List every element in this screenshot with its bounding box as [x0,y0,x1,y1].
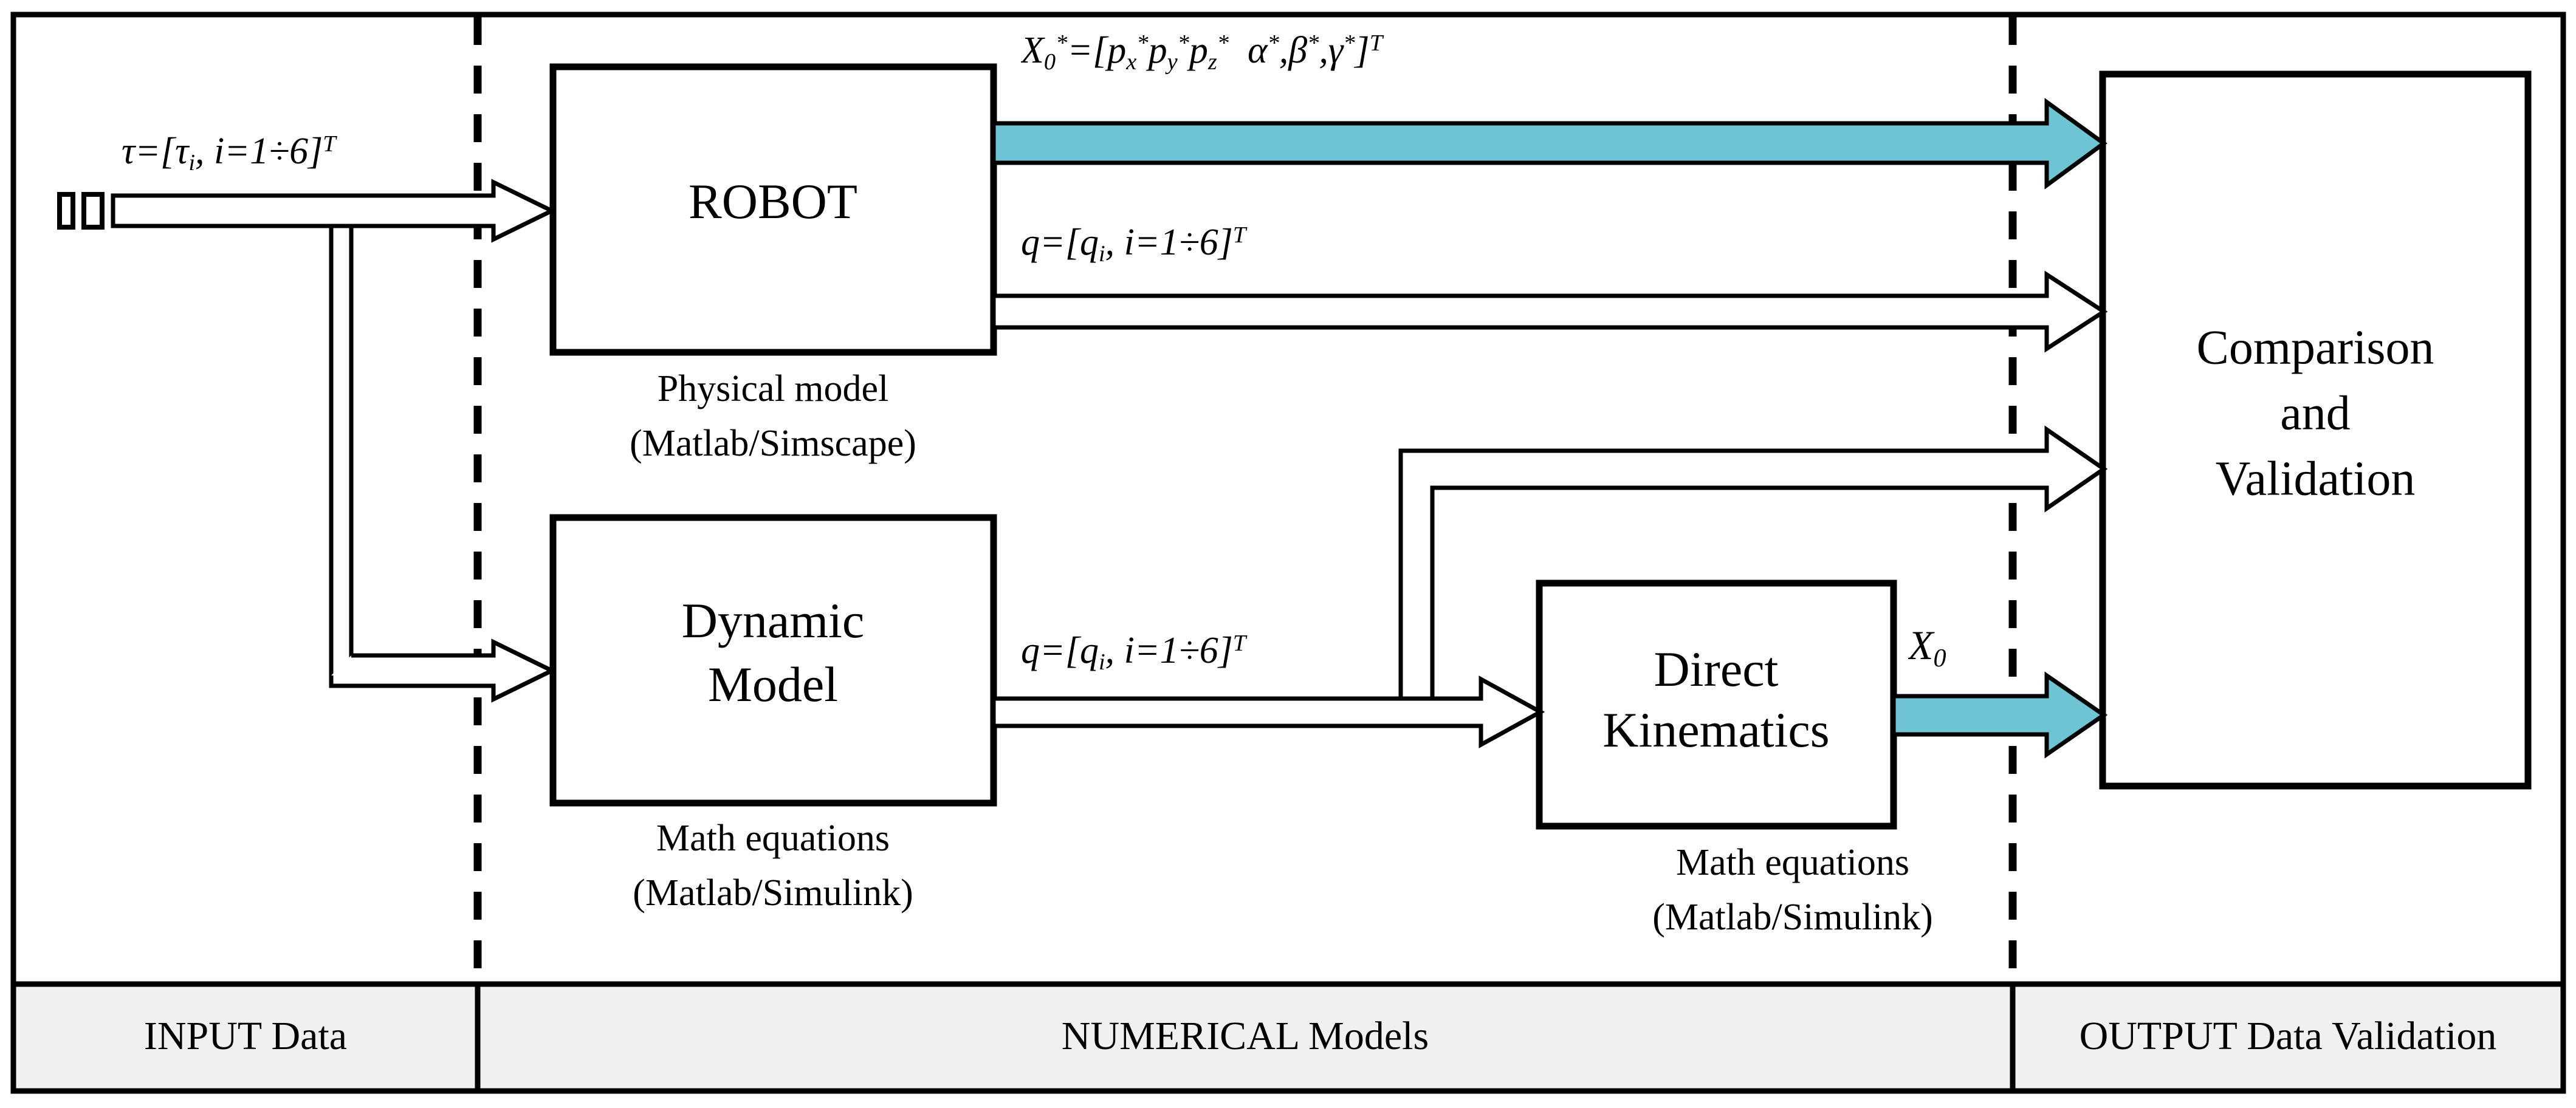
block-comparison-label-line1: Comparison [2196,321,2434,374]
label-q-dynamic-wrapper: q=[qi, i=1÷6]T [1021,632,1246,675]
block-comparison-label-line2: and [2280,386,2351,440]
block-comparison-validation [2099,70,2532,790]
label-tau-wrapper: τ=[τi, i=1÷6]T [122,132,336,176]
legend-input-label: INPUT Data [144,1014,347,1058]
legend-output-label: OUTPUT Data Validation [2080,1014,2497,1058]
block-direct-kinematics-caption-line1: Math equations [1676,842,1909,883]
legend-strip: INPUT Data NUMERICAL Models OUTPUT Data … [10,981,2566,1094]
label-x0star-wrapper: X0*=[px*py*pz* α*,β*,γ*]T [1021,32,1383,75]
label-q-robot: q=[qi, i=1÷6]T [1021,224,1246,267]
label-tau: τ=[τi, i=1÷6]T [122,132,336,176]
tau-tail-tick-1 [57,192,75,230]
label-q-robot-wrapper: q=[qi, i=1÷6]T [1021,224,1246,267]
block-robot [549,63,997,356]
block-dynamic-model-label-line1: Dynamic [682,593,865,648]
arrow-q-robot-to-comparison [991,270,2108,353]
arrow-x0star-to-comparison [991,98,2107,190]
tau-tail-tick-2 [81,192,105,230]
block-robot-caption-line1: Physical model [658,368,889,409]
arrow-q-dynamic-to-comparison [1398,425,2108,716]
block-dynamic-model-caption-line1: Math equations [656,818,890,859]
block-direct-kinematics-caption-line2: (Matlab/Simulink) [1652,897,1933,938]
block-direct-kinematics [1536,580,1897,830]
legend-models-label: NUMERICAL Models [1062,1014,1429,1058]
arrow-q-dynamic-to-kinematics [991,675,1545,748]
block-direct-kinematics-label-line2: Kinematics [1602,702,1829,757]
arrow-x0-to-comparison [1891,671,2108,759]
arrow-tau-to-dynamic-body [329,638,557,703]
block-direct-kinematics-label-line1: Direct [1654,641,1779,697]
block-comparison-label-line3: Validation [2216,452,2416,505]
arrow-tau-to-robot [111,179,557,243]
block-dynamic-model-caption-line2: (Matlab/Simulink) [633,872,913,914]
block-dynamic-model [549,514,997,807]
label-x0-wrapper: X0 [1908,624,1946,672]
block-robot-caption-line2: (Matlab/Simscape) [630,423,916,464]
label-q-dynamic: q=[qi, i=1÷6]T [1021,632,1246,675]
block-dynamic-model-label-line2: Model [708,657,838,712]
label-x0-star: X0*=[px*py*pz* α*,β*,γ*]T [1021,32,1383,75]
label-x0: X0 [1908,624,1946,672]
legend-cell-output [2010,981,2566,1094]
block-robot-label: ROBOT [689,174,857,229]
